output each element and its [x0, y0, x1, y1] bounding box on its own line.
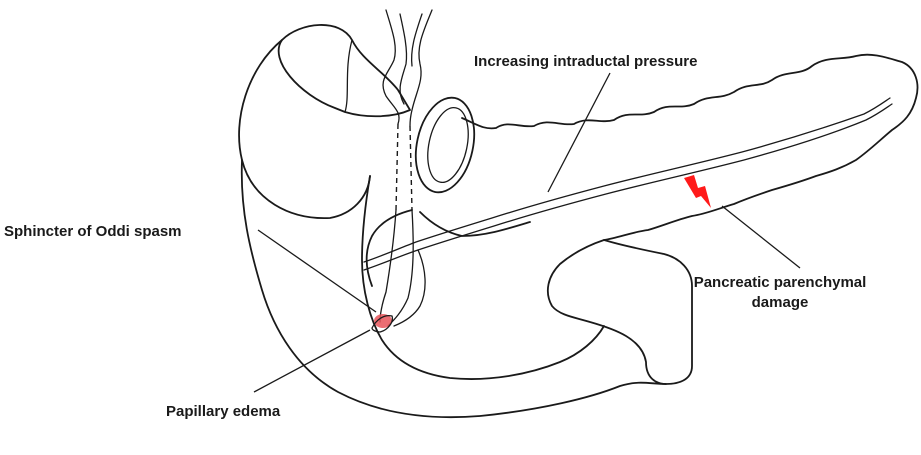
pancreatic-duct-lower — [364, 104, 892, 270]
bile-duct-left — [383, 10, 399, 124]
lightning-bolt-icon — [684, 175, 711, 208]
bile-duct-right — [410, 10, 432, 126]
leader-sphincter-spasm — [258, 230, 376, 312]
label-sphincter-spasm: Sphincter of Oddi spasm — [4, 223, 182, 240]
leader-papillary-edema — [254, 330, 370, 392]
leader-parenchymal-damage — [722, 206, 800, 268]
duodenal-bulb-outline — [239, 40, 370, 218]
label-increasing-pressure: Increasing intraductal pressure — [474, 53, 697, 70]
bile-duct-dashed-left — [396, 124, 398, 210]
pancreas-body-outline — [462, 55, 917, 240]
pancreas-uncinate-outline — [548, 240, 692, 384]
label-parenchymal-damage-line2: damage — [752, 294, 809, 311]
duodenum-inner — [362, 176, 604, 379]
common-channel-left — [380, 210, 396, 322]
pancreatic-duct-upper — [364, 98, 890, 262]
label-parenchymal-damage-line1: Pancreatic parenchymal — [694, 274, 867, 291]
stomach-fold — [345, 40, 352, 112]
label-papillary-edema: Papillary edema — [166, 403, 281, 420]
leader-increasing-pressure — [548, 73, 610, 192]
common-channel-right — [388, 210, 413, 326]
bile-duct-dashed-right — [410, 126, 412, 210]
bile-duct-inner-left — [400, 14, 407, 104]
portal-vein-inner — [422, 104, 475, 186]
